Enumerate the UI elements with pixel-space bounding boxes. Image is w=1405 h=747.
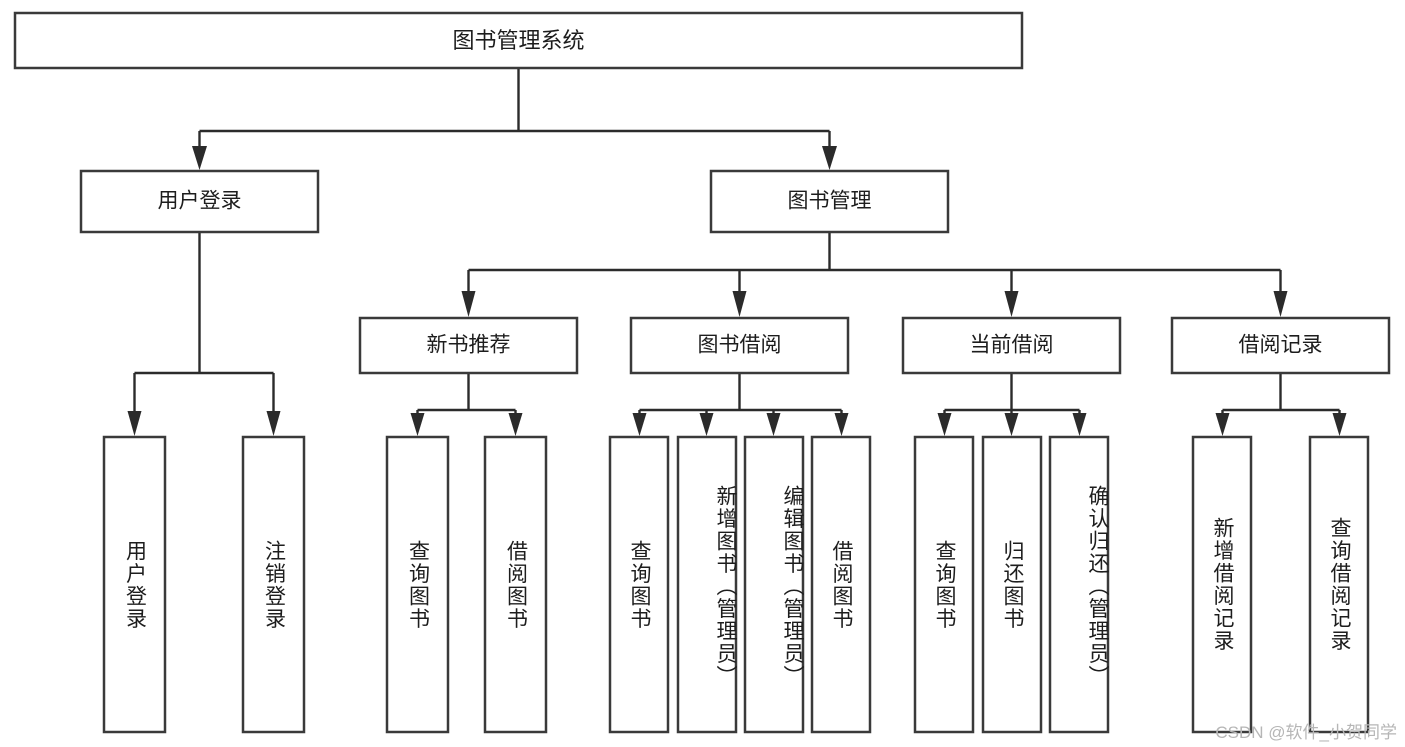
connectors-new-book-recommend-to-leaves [410, 373, 523, 436]
borrow-record-box[interactable] [1170, 316, 1391, 375]
leaf-query-record-box[interactable] [1308, 435, 1370, 734]
arrowhead-leaf-query-book-1 [410, 413, 425, 436]
connectors-book-manage-to-level3 [461, 232, 1288, 317]
leaf-query-book-3-box[interactable] [913, 435, 975, 734]
leaf-user-login-box[interactable] [102, 435, 167, 734]
arrowhead-user-login [192, 146, 207, 170]
connectors-current-borrow-to-leaves [937, 373, 1087, 436]
node-current-borrow[interactable]: 当前借阅 [901, 316, 1122, 375]
root-box[interactable] [13, 11, 1024, 70]
arrowhead-leaf-borrow-book-2 [834, 413, 849, 436]
arrowhead-leaf-borrow-book-1 [508, 413, 523, 436]
book-manage-label: 图书管理 [788, 190, 872, 213]
connectors-user-login-to-leaves [127, 232, 281, 436]
leaf-confirm-return-box[interactable] [1048, 435, 1110, 734]
book-borrow-label: 图书借阅 [698, 334, 782, 357]
current-borrow-box[interactable] [901, 316, 1122, 375]
node-book-borrow[interactable]: 图书借阅 [629, 316, 850, 375]
book-manage-box[interactable] [709, 169, 950, 234]
connectors-borrow-record-to-leaves [1215, 373, 1347, 436]
arrowhead-leaf-edit-book [766, 413, 781, 436]
arrowhead-leaf-return-book [1004, 413, 1019, 436]
new-book-recommend-label: 新书推荐 [427, 334, 511, 357]
arrowhead-book-borrow [732, 291, 747, 317]
connectors-book-borrow-to-leaves [632, 373, 849, 436]
arrowhead-current-borrow [1004, 291, 1019, 317]
leaf-return-book-box[interactable] [981, 435, 1043, 734]
user-login-box[interactable] [79, 169, 320, 234]
arrowhead-book-manage [822, 146, 837, 170]
arrowhead-borrow-record [1273, 291, 1288, 317]
node-borrow-record[interactable]: 借阅记录 [1170, 316, 1391, 375]
arrowhead-leaf-user-login [127, 411, 142, 436]
node-root[interactable]: 图书管理系统 [13, 11, 1024, 70]
leaf-borrow-book-2-box[interactable] [810, 435, 872, 734]
leaf-add-book-box[interactable] [676, 435, 738, 734]
leaf-query-book-2-box[interactable] [608, 435, 670, 734]
arrowhead-leaf-add-record [1215, 413, 1230, 436]
leaf-query-book-1-box[interactable] [385, 435, 450, 734]
leaf-borrow-book-1-box[interactable] [483, 435, 548, 734]
leaf-add-record-box[interactable] [1191, 435, 1253, 734]
arrowhead-new-book-recommend [461, 291, 476, 317]
arrowhead-leaf-add-book [699, 413, 714, 436]
node-user-login[interactable]: 用户登录 [79, 169, 320, 234]
root-label: 图书管理系统 [452, 28, 584, 53]
csdn-watermark: CSDN @软件_小贺同学 [1215, 723, 1397, 742]
arrowhead-leaf-logout [266, 411, 281, 436]
node-new-book-recommend[interactable]: 新书推荐 [358, 316, 579, 375]
node-book-manage[interactable]: 图书管理 [709, 169, 950, 234]
book-borrow-box[interactable] [629, 316, 850, 375]
new-book-recommend-box[interactable] [358, 316, 579, 375]
current-borrow-label: 当前借阅 [970, 334, 1054, 357]
arrowhead-leaf-query-record [1332, 413, 1347, 436]
leaf-edit-book-box[interactable] [743, 435, 805, 734]
connectors-root-to-level2 [192, 68, 837, 170]
borrow-record-label: 借阅记录 [1239, 334, 1323, 357]
leaf-logout-box[interactable] [241, 435, 306, 734]
arrowhead-leaf-query-book-2 [632, 413, 647, 436]
leaf-boxes [102, 435, 1370, 734]
user-login-label: 用户登录 [158, 190, 242, 213]
arrowhead-leaf-confirm-return [1072, 413, 1087, 436]
arrowhead-leaf-query-book-3 [937, 413, 952, 436]
